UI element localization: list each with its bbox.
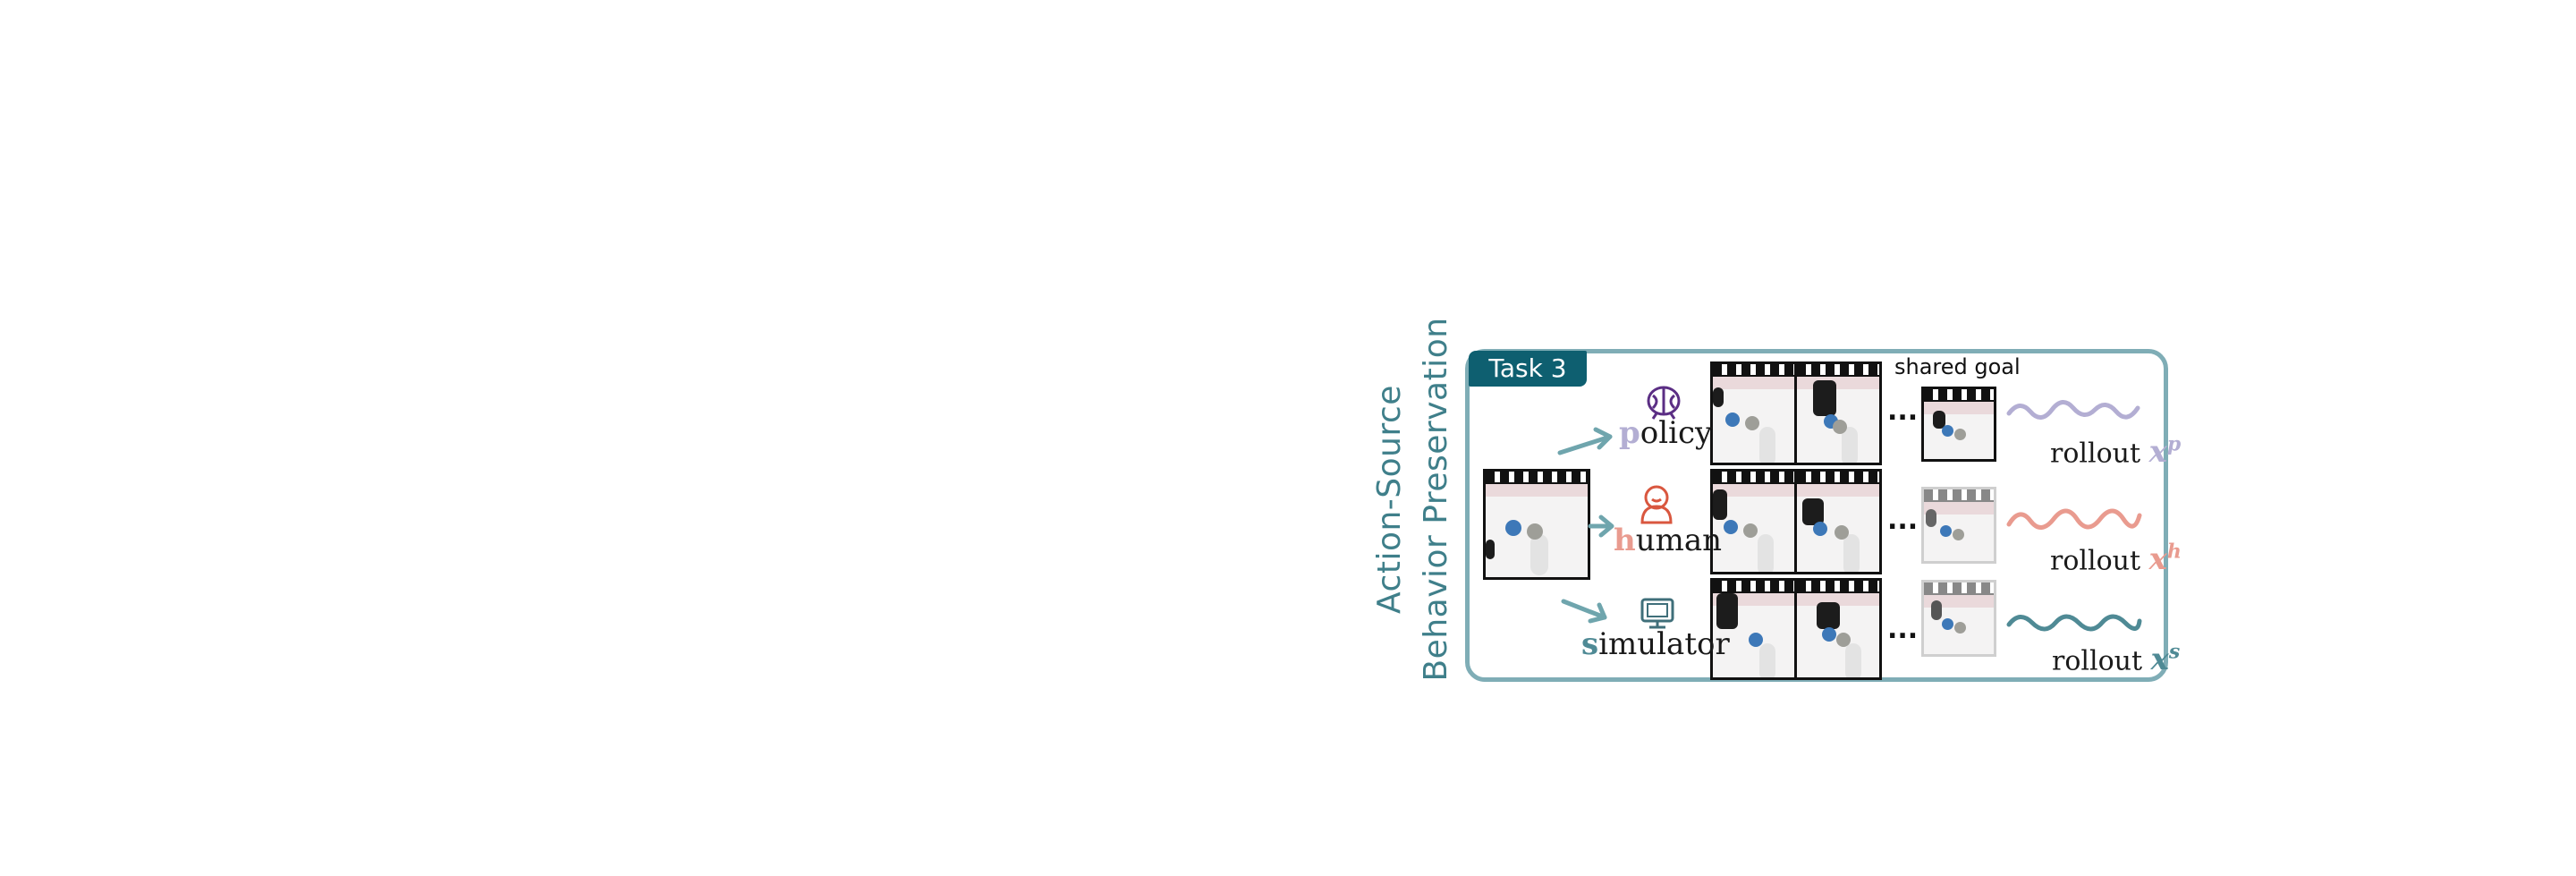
human-frame-1	[1710, 469, 1798, 574]
policy-rest: olicy	[1640, 415, 1713, 451]
simulator-frame-2	[1794, 578, 1882, 680]
policy-frame-1	[1710, 361, 1798, 465]
simulator-rest: imulator	[1598, 626, 1730, 662]
human-frame-goal	[1921, 487, 1996, 564]
rollout-sup-human: h	[2166, 540, 2182, 564]
rollout-var-human: x	[2148, 541, 2167, 578]
arrow-to-simulator	[1561, 599, 1607, 620]
wave-policy	[2006, 400, 2140, 420]
person-icon	[1640, 485, 1673, 524]
arrow-to-policy	[1557, 434, 1613, 455]
rollout-word-simulator: rollout	[2052, 645, 2143, 677]
arrow-head-simulator	[1588, 602, 1607, 624]
rollout-sup-simulator: s	[2168, 641, 2181, 664]
task-tag: Task 3	[1469, 351, 1587, 387]
ellipsis-policy: ...	[1887, 395, 1919, 427]
human-initial: h	[1614, 523, 1636, 558]
rollout-sup-policy: p	[2166, 433, 2182, 456]
source-label-simulator: simulator	[1581, 626, 1730, 662]
monitor-icon	[1640, 598, 1674, 629]
source-label-human: human	[1614, 523, 1722, 558]
policy-frame-2	[1794, 361, 1882, 465]
policy-frame-goal	[1921, 387, 1996, 462]
rollout-word-policy: rollout	[2050, 438, 2141, 470]
rollout-label-policy: rollout xp	[2050, 433, 2181, 470]
brain-icon	[1647, 386, 1681, 420]
rollout-var-simulator: x	[2150, 642, 2169, 678]
rollout-label-simulator: rollout xs	[2052, 641, 2180, 677]
ellipsis-human: ...	[1887, 505, 1919, 536]
source-label-policy: policy	[1619, 415, 1712, 451]
wave-simulator	[2006, 614, 2142, 632]
wave-human	[2006, 508, 2142, 530]
simulator-initial: s	[1581, 626, 1599, 662]
simulator-frame-goal	[1921, 580, 1996, 657]
human-frame-2	[1794, 469, 1882, 574]
arrow-head-policy	[1593, 427, 1613, 450]
shared-goal-label: shared goal	[1894, 354, 2021, 379]
rollout-var-policy: x	[2148, 434, 2167, 471]
human-rest: uman	[1635, 523, 1723, 558]
simulator-frame-1	[1710, 578, 1798, 680]
rollout-word-human: rollout	[2050, 545, 2141, 577]
policy-initial: p	[1619, 415, 1640, 451]
ellipsis-simulator: ...	[1887, 614, 1919, 645]
rollout-label-human: rollout xh	[2050, 540, 2182, 577]
arrow-head-human	[1598, 515, 1614, 538]
